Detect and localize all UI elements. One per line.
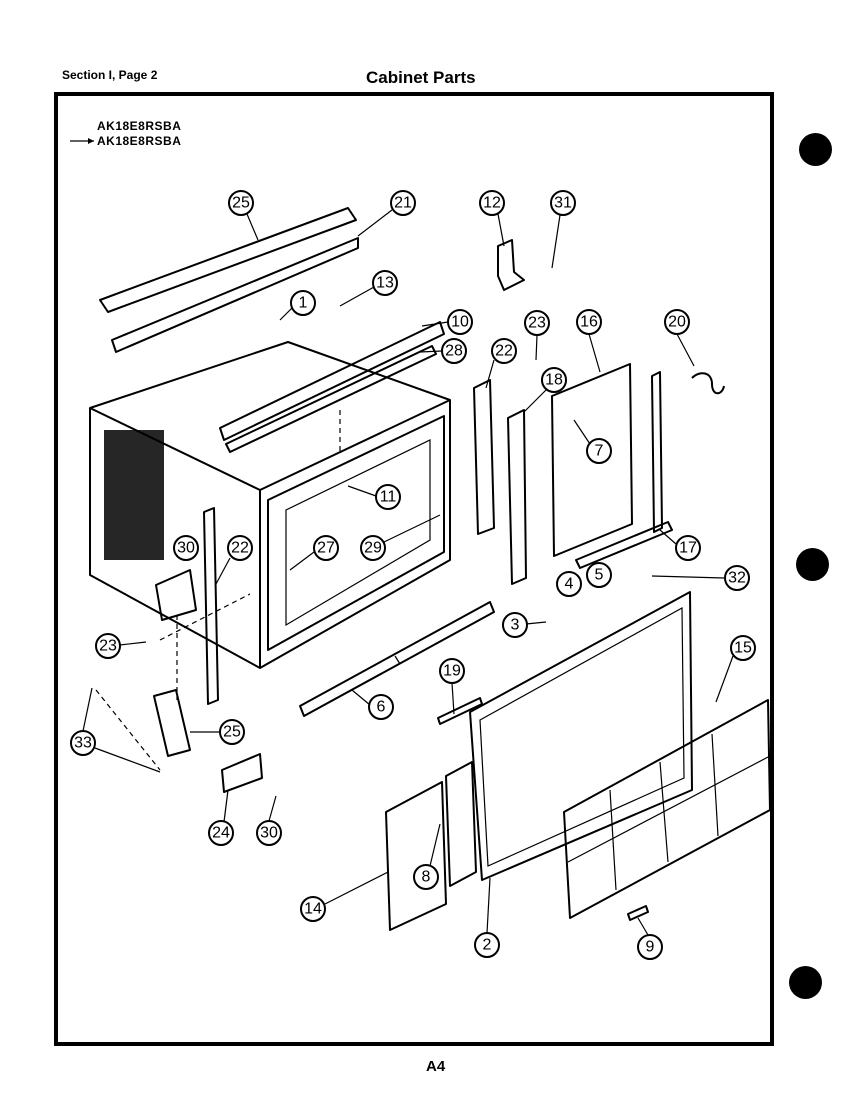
- callout-number: 4: [565, 576, 574, 593]
- page-title: Cabinet Parts: [366, 68, 476, 87]
- callout-number: 11: [380, 489, 397, 506]
- callout-number: 8: [422, 869, 431, 886]
- callout-5: 5: [586, 562, 612, 588]
- callout-19: 19: [439, 658, 465, 684]
- callout-20: 20: [664, 309, 690, 335]
- callout-number: 24: [212, 825, 230, 842]
- front-frame-part: [469, 591, 771, 919]
- binder-hole: [796, 548, 829, 581]
- callout-23-upper: 23: [524, 310, 550, 336]
- callout-31: 31: [550, 190, 576, 216]
- callout-14: 14: [300, 896, 326, 922]
- side-panel-part: [473, 363, 673, 585]
- callout-30-bottom: 30: [256, 820, 282, 846]
- callout-number: 25: [223, 724, 241, 741]
- callout-number: 20: [668, 314, 686, 331]
- callout-24: 24: [208, 820, 234, 846]
- arrow-icon: [70, 138, 94, 144]
- callout-number: 30: [260, 825, 278, 842]
- callout-number: 9: [646, 939, 655, 956]
- page-number: A4: [426, 1058, 446, 1075]
- section-label: Section I, Page 2: [62, 68, 158, 82]
- callout-2: 2: [474, 932, 500, 958]
- callout-leaders: [82, 209, 734, 936]
- side-curtain-part: [385, 761, 477, 931]
- callout-9: 9: [637, 934, 663, 960]
- tab-part: [627, 905, 649, 921]
- callout-number: 5: [595, 567, 604, 584]
- callout-number: 7: [595, 443, 604, 460]
- callout-16: 16: [576, 309, 602, 335]
- callout-29: 29: [360, 535, 386, 561]
- callout-25: 25: [219, 719, 245, 745]
- callout-number: 22: [495, 343, 513, 360]
- callout-8: 8: [413, 864, 439, 890]
- callout-4: 4: [556, 571, 582, 597]
- callout-32: 32: [724, 565, 750, 591]
- callout-number: 29: [364, 540, 382, 557]
- callout-number: 2: [483, 937, 492, 954]
- callout-number: 17: [679, 540, 697, 557]
- callout-number: 30: [177, 540, 195, 557]
- top-rail-part: [99, 207, 359, 353]
- callout-11: 11: [375, 484, 401, 510]
- callout-3: 3: [502, 612, 528, 638]
- callout-27: 27: [313, 535, 339, 561]
- callout-number: 28: [445, 343, 463, 360]
- callout-number: 12: [483, 195, 501, 212]
- callout-number: 21: [394, 195, 412, 212]
- diagram-frame: [54, 92, 774, 1046]
- callout-12: 12: [479, 190, 505, 216]
- callout-number: 25: [232, 195, 250, 212]
- callout-1: 1: [290, 290, 316, 316]
- callout-22-right: 22: [491, 338, 517, 364]
- callout-23-lower: 23: [95, 633, 121, 659]
- callout-number: 27: [317, 540, 335, 557]
- callout-number: 22: [231, 540, 249, 557]
- callout-number: 10: [451, 314, 469, 331]
- callout-33: 33: [70, 730, 96, 756]
- callout-18: 18: [541, 367, 567, 393]
- callout-22-left: 22: [227, 535, 253, 561]
- callout-15: 15: [730, 635, 756, 661]
- callout-number: 15: [734, 640, 752, 657]
- leader-lines: [95, 410, 341, 771]
- callout-number: 19: [443, 663, 461, 680]
- callout-number: 32: [728, 570, 746, 587]
- binder-hole: [799, 133, 832, 166]
- callout-number: 23: [528, 315, 546, 332]
- callout-10: 10: [447, 309, 473, 335]
- callout-number: 1: [299, 295, 308, 312]
- bottom-rail-part: [299, 601, 495, 717]
- callout-number: 23: [99, 638, 117, 655]
- partition-strip-part: [219, 321, 445, 453]
- callout-30-left: 30: [173, 535, 199, 561]
- cabinet-part: [89, 341, 451, 669]
- binder-hole: [789, 966, 822, 999]
- callout-number: 18: [545, 372, 563, 389]
- callout-26: 25: [228, 190, 254, 216]
- callout-number: 14: [304, 901, 322, 918]
- callout-number: 6: [377, 699, 386, 716]
- mounting-bracket-part: [497, 239, 525, 291]
- callout-number: 16: [580, 314, 598, 331]
- drain-hose-part: [691, 372, 725, 395]
- side-bracket-part: [153, 507, 263, 793]
- callout-7: 7: [586, 438, 612, 464]
- callout-17: 17: [675, 535, 701, 561]
- callout-number: 3: [511, 617, 520, 634]
- callout-number: 33: [74, 735, 92, 752]
- callout-number: 13: [376, 275, 394, 292]
- callout-number: 31: [554, 195, 572, 212]
- model-number: AK18E8RSBA: [97, 134, 182, 148]
- callout-21: 21: [390, 190, 416, 216]
- callout-28: 28: [441, 338, 467, 364]
- callout-6: 6: [368, 694, 394, 720]
- model-number: AK18E8RSBA: [97, 119, 182, 133]
- strip-part: [437, 697, 483, 725]
- callout-13: 13: [372, 270, 398, 296]
